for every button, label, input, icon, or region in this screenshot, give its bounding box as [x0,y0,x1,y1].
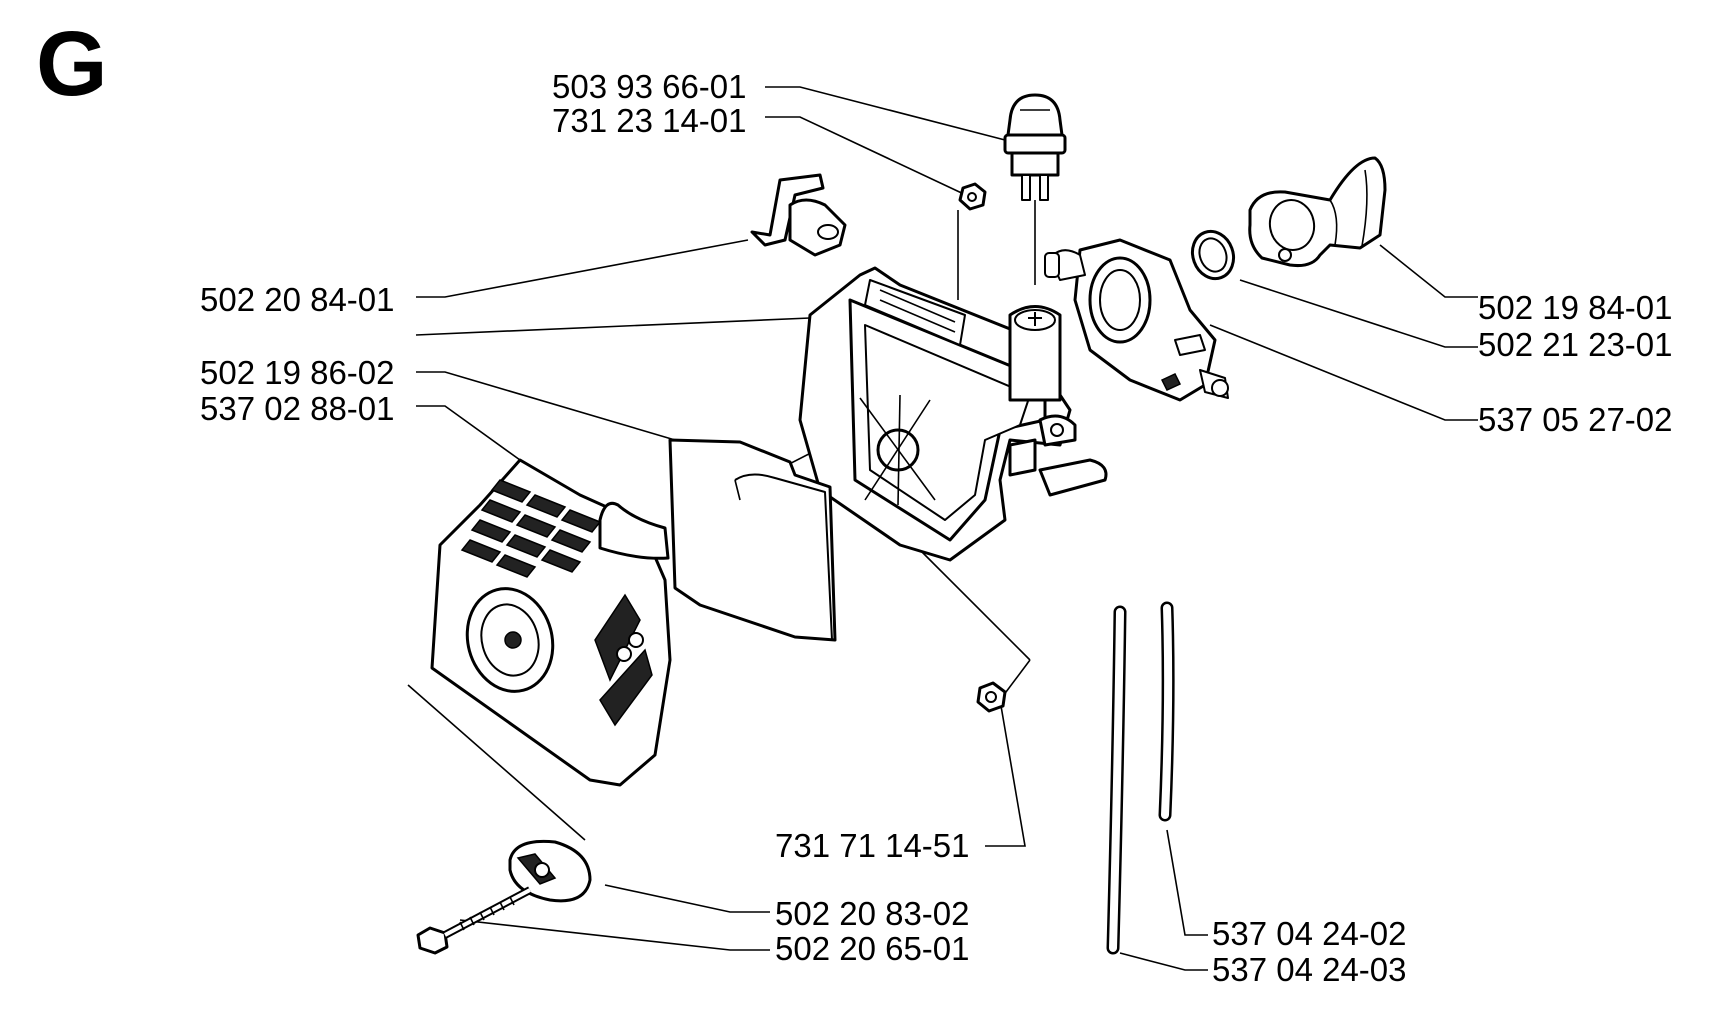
part-label-cylinder-cover: 537 02 88-01 [200,390,395,427]
part-label-screw: 502 20 65-01 [775,930,970,967]
air-filter-part [668,438,837,642]
screw-part [416,886,532,955]
air-filter-housing-part [798,266,1108,562]
gasket-part [1190,229,1236,281]
part-label-cover-knob: 502 20 83-02 [775,895,970,932]
intake-manifold-part [1248,156,1387,267]
part-label-fuel-hose-long: 537 04 24-03 [1212,951,1407,988]
part-label-gasket: 502 21 23-01 [1478,326,1673,363]
leader-lines [415,86,1478,971]
carburetor-part [1044,238,1229,402]
leader-line-503-93-66-01 [765,86,1006,141]
fuel-hose-part-short [1158,601,1175,822]
part-label-nut-lower: 731 71 14-51 [775,827,970,864]
leader-line-502-20-84-01 [416,239,749,298]
part-label-choke-lever: 502 20 84-01 [200,281,395,318]
part-label-intake-manifold: 502 19 84-01 [1478,289,1673,326]
leader-line-502-20-65-01 [459,919,770,951]
part-label-nut-upper: 731 23 14-01 [552,102,747,139]
cylinder-cover-part [430,458,672,787]
leader-line-502-19-86-02 [416,371,676,441]
cover-knob-part [508,839,592,903]
part-label-fuel-hose-short: 537 04 24-02 [1212,915,1407,952]
fuel-hose-part-long [1106,605,1127,955]
leader-line-731-71-14-51 [985,699,1026,847]
cover-grille [460,479,602,578]
leader-line-502-20-83-02 [604,884,770,913]
leader-line-502-21-23-01 [1239,279,1478,348]
leader-line-537-05-27-02 [1209,324,1478,421]
part-label-air-filter: 502 19 86-02 [200,354,395,391]
choke-lever-part [750,173,847,257]
leader-line-537-04-24-03 [1119,952,1208,971]
leader-line-537-04-24-02 [1166,829,1208,936]
nut-part-lower [976,681,1007,713]
primer-bulb-part [1003,93,1067,201]
leader-line-air-filter-housing [415,317,811,336]
leader-line-502-19-84-01 [1379,244,1478,298]
nut-part-upper [958,182,987,211]
part-label-carburetor: 537 05 27-02 [1478,401,1673,438]
leader-line-537-02-88-01 [416,405,521,461]
leader-line-731-23-14-01 [765,116,969,197]
section-letter: G [36,13,108,115]
part-label-primer-bulb: 503 93 66-01 [552,68,747,105]
